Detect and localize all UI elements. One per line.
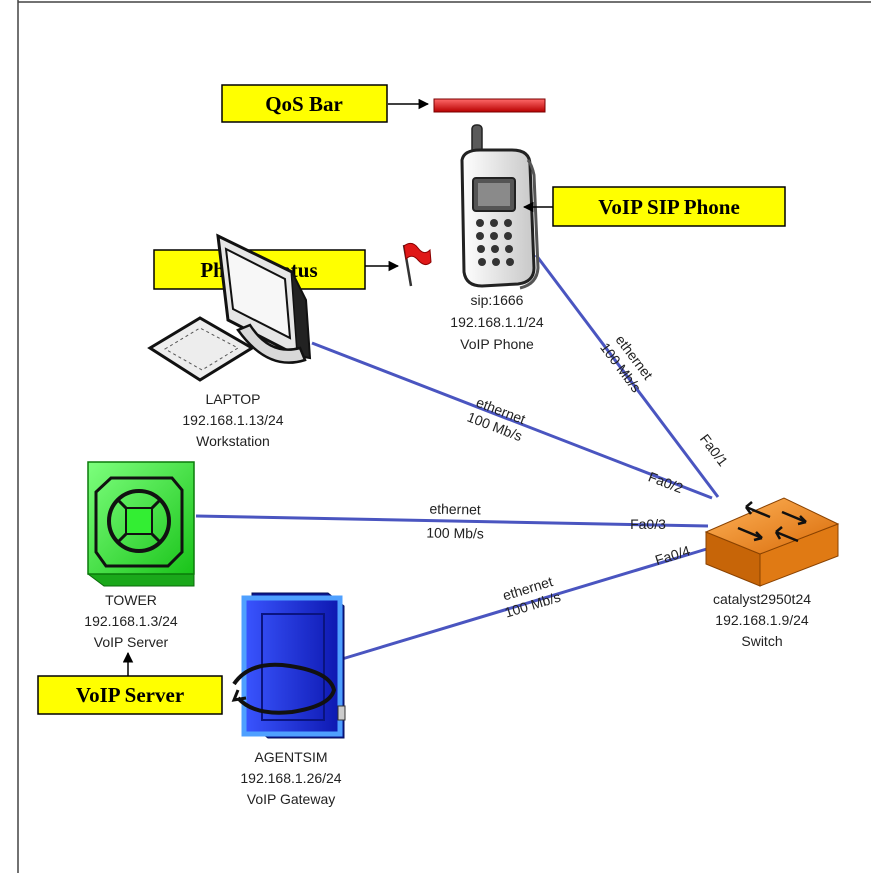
node-switch[interactable]: catalyst2950t24 192.168.1.9/24 Switch	[704, 497, 840, 649]
node-name: catalyst2950t24	[713, 591, 811, 607]
node-ip: 192.168.1.9/24	[715, 612, 809, 628]
server-tower-icon	[87, 461, 195, 587]
node-tower[interactable]: TOWER 192.168.1.3/24 VoIP Server	[84, 461, 195, 650]
port-label: Fa0/3	[630, 516, 666, 532]
callout-label: VoIP SIP Phone	[598, 195, 740, 219]
node-role: Switch	[741, 633, 782, 649]
workstation-icon	[147, 233, 312, 382]
link-medium-label: ethernet	[429, 501, 481, 518]
node-name: LAPTOP	[206, 391, 261, 407]
node-name: sip:1666	[471, 292, 524, 308]
port-label: Fa0/4	[653, 542, 692, 568]
link-speed-label: 100 Mb/s	[426, 524, 484, 541]
cell-phone-icon	[460, 124, 540, 290]
node-ip: 192.168.1.26/24	[240, 770, 341, 786]
callout-voip-server: VoIP Server	[37, 651, 223, 715]
switch-icon	[704, 497, 840, 587]
callout-qos-bar: QoS Bar	[221, 84, 430, 123]
link-agentsim-switch[interactable]: ethernet 100 Mb/s Fa0/4	[341, 542, 711, 661]
callout-voip-sip-phone: VoIP SIP Phone	[522, 186, 786, 227]
qos-bar-indicator[interactable]	[433, 98, 546, 113]
node-role: VoIP Gateway	[247, 791, 335, 807]
port-label: Fa0/2	[646, 468, 685, 496]
node-ip: 192.168.1.13/24	[182, 412, 283, 428]
node-ip: 192.168.1.3/24	[84, 613, 178, 629]
link-tower-switch[interactable]: ethernet 100 Mb/s Fa0/3	[195, 501, 709, 542]
link-phone-switch[interactable]: ethernet 100 Mb/s Fa0/1	[534, 254, 731, 498]
node-agentsim[interactable]: AGENTSIM 192.168.1.26/24 VoIP Gateway	[231, 592, 346, 807]
callout-label: QoS Bar	[265, 92, 343, 116]
callout-label: VoIP Server	[76, 683, 184, 707]
port-label: Fa0/1	[697, 431, 731, 469]
node-ip: 192.168.1.1/24	[450, 314, 544, 330]
node-name: AGENTSIM	[254, 749, 327, 765]
node-laptop[interactable]: LAPTOP 192.168.1.13/24 Workstation	[147, 233, 312, 449]
node-name: TOWER	[105, 592, 157, 608]
red-flag-icon[interactable]	[402, 242, 432, 287]
node-role: VoIP Server	[94, 634, 169, 650]
node-role: VoIP Phone	[460, 336, 534, 352]
gateway-server-icon	[231, 592, 346, 739]
node-role: Workstation	[196, 433, 270, 449]
node-voip-phone[interactable]: sip:1666 192.168.1.1/24 VoIP Phone	[450, 124, 544, 352]
